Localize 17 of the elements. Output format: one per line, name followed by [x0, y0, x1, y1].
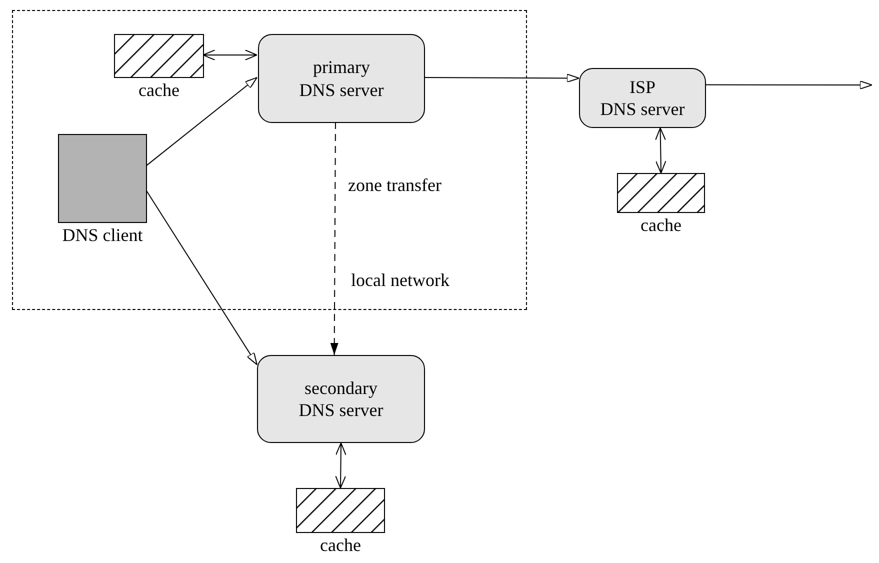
arrow: [146, 77, 258, 166]
node-label: cache: [320, 536, 361, 556]
arrow: [330, 122, 338, 356]
node-label: cache: [640, 216, 682, 236]
arrow: [706, 80, 872, 90]
arrow: [424, 74, 580, 83]
server-box: primary DNS server: [258, 34, 425, 123]
node-label: cache: [138, 81, 180, 101]
server-box: ISP DNS server: [579, 68, 706, 128]
network-boundary: [12, 10, 527, 310]
arrow: [654, 128, 666, 174]
arrow: [335, 442, 346, 488]
region-label: local network: [351, 271, 450, 291]
node-label: DNS client: [62, 226, 143, 246]
arrow: [146, 189, 258, 366]
arrow: [202, 49, 258, 60]
server-box: secondary DNS server: [257, 355, 425, 443]
